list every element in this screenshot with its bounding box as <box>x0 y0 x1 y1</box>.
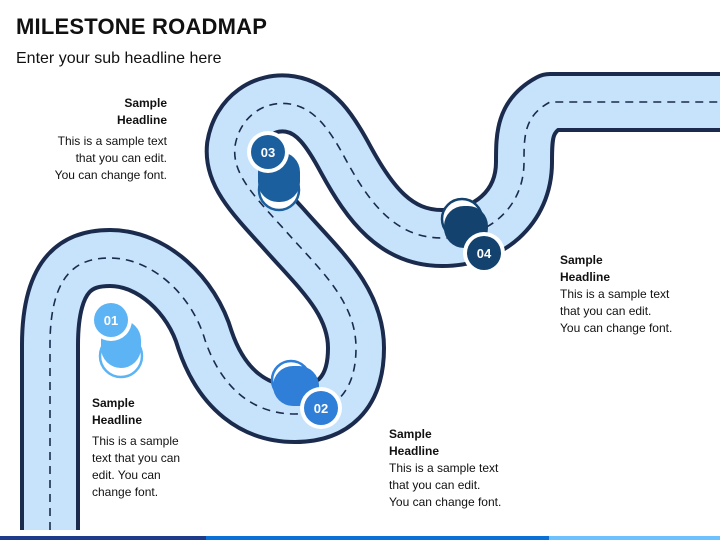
milestone-01-note: Sample Headline This is a sample text th… <box>92 395 180 501</box>
milestone-02-label: 02 <box>314 401 328 416</box>
bottom-bar-segment-2 <box>205 536 549 540</box>
milestone-04-pin[interactable]: 04 <box>440 197 505 274</box>
milestone-04-headline-2: Headline <box>560 270 611 284</box>
milestone-02-headline-2: Headline <box>389 444 440 458</box>
milestone-01-text-4: change font. <box>92 485 159 499</box>
milestone-01-text-1: This is a sample <box>92 434 179 448</box>
milestone-02-text-3: You can change font. <box>389 495 502 509</box>
road-surface <box>24 76 720 530</box>
milestone-04-label: 04 <box>477 246 492 261</box>
milestone-01-headline-1: Sample <box>92 396 135 410</box>
milestone-03-label: 03 <box>261 145 275 160</box>
milestone-03-text-2: that you can edit. <box>75 151 167 165</box>
milestone-04-text-2: that you can edit. <box>560 304 652 318</box>
milestone-01-label: 01 <box>104 313 118 328</box>
milestone-02-pin[interactable]: 02 <box>270 359 342 429</box>
bottom-bar-segment-3 <box>548 536 720 540</box>
milestone-02-text-1: This is a sample text <box>389 461 499 475</box>
milestone-04-text-3: You can change font. <box>560 321 673 335</box>
milestone-03-note: Sample Headline This is a sample text th… <box>55 95 167 184</box>
milestone-03-text-1: This is a sample text <box>57 134 167 148</box>
milestone-02-note: Sample Headline This is a sample text th… <box>389 426 501 511</box>
page-subtitle: Enter your sub headline here <box>16 50 222 67</box>
milestone-03-headline-1: Sample <box>124 96 167 110</box>
milestone-03-headline-2: Headline <box>116 113 167 127</box>
milestone-02-headline-1: Sample <box>389 427 432 441</box>
milestone-04-note: Sample Headline This is a sample text th… <box>560 252 672 337</box>
milestone-04-text-1: This is a sample text <box>560 287 670 301</box>
milestone-01-text-3: edit. You can <box>92 468 161 482</box>
milestone-03-pin[interactable]: 03 <box>247 131 301 212</box>
milestone-01-text-2: text that you can <box>92 451 181 465</box>
bottom-accent-bar <box>0 536 720 540</box>
bottom-bar-segment-1 <box>0 536 206 540</box>
milestone-03-text-3: You can change font. <box>54 168 167 182</box>
milestone-01-pin[interactable]: 01 <box>90 299 144 379</box>
milestone-04-headline-1: Sample <box>560 253 603 267</box>
milestone-02-text-2: that you can edit. <box>389 478 481 492</box>
milestone-01-headline-2: Headline <box>92 413 143 427</box>
page-title: MILESTONE ROADMAP <box>16 14 268 39</box>
